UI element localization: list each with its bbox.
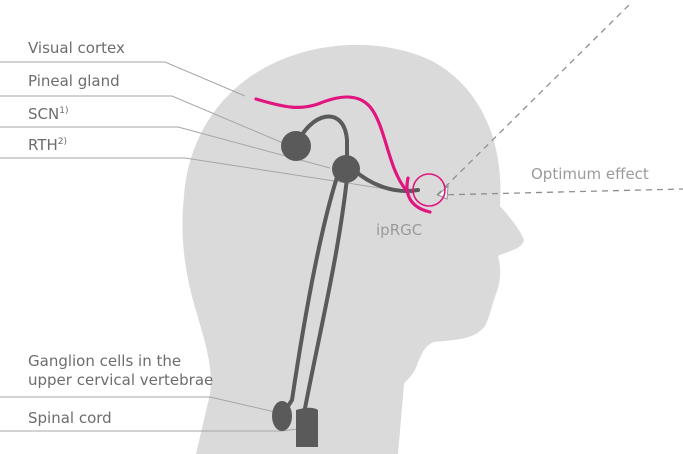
pineal-gland-node — [281, 131, 311, 161]
label-spinal-cord: Spinal cord — [28, 409, 112, 427]
scn-node — [332, 155, 360, 183]
label-scn-note: 1) — [59, 106, 68, 116]
label-optimum-effect: Optimum effect — [531, 165, 649, 183]
label-ganglion-line1: Ganglion cells in the — [28, 352, 181, 370]
head-silhouette — [182, 45, 524, 454]
label-ganglion-line2: upper cervical vertebrae — [28, 371, 213, 389]
label-pineal-gland: Pineal gland — [28, 72, 120, 90]
ganglion-cells — [272, 401, 292, 431]
label-rth: RTH2) — [28, 136, 67, 154]
label-iprgc: ipRGC — [376, 221, 422, 239]
label-rth-text: RTH — [28, 136, 58, 154]
label-visual-cortex: Visual cortex — [28, 39, 125, 57]
spinal-cord-segment — [296, 408, 318, 447]
label-rth-note: 2) — [58, 137, 67, 147]
label-scn: SCN1) — [28, 105, 68, 123]
label-scn-text: SCN — [28, 105, 59, 123]
